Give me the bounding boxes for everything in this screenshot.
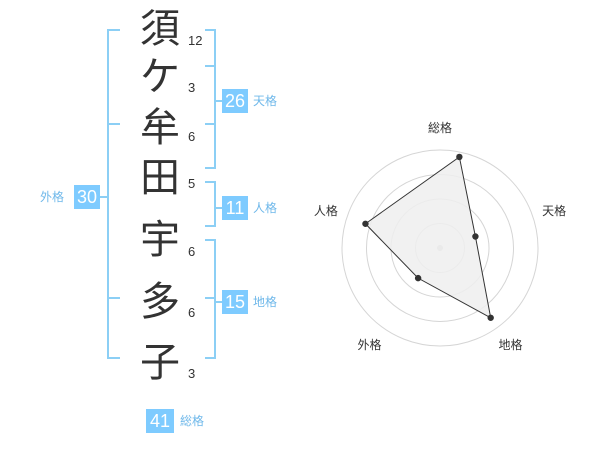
radar-axis-label-2: 天格 <box>542 203 566 218</box>
gaikaku-label: 外格 <box>40 190 65 204</box>
radar-point-3 <box>487 314 494 321</box>
radar-axis-label-4: 外格 <box>357 337 381 352</box>
radar-point-1 <box>456 153 463 161</box>
stroke-count-5: 6 <box>188 244 196 259</box>
name-char-4: 田 <box>140 155 180 201</box>
stroke-count-7: 3 <box>188 366 196 381</box>
stroke-count-6: 6 <box>188 305 196 320</box>
stroke-count-2: 3 <box>188 80 196 95</box>
stroke-count-3: 6 <box>188 129 196 144</box>
name-char-2: ケ <box>140 54 180 100</box>
jinkaku-label: 人格 <box>253 201 278 215</box>
radar-axis-label-5: 人格 <box>314 203 338 218</box>
radar-axis-label-1: 総格 <box>428 120 452 135</box>
tenkaku-value: 26 <box>222 89 248 113</box>
chikaku-label: 地格 <box>253 295 278 309</box>
soukaku-value: 41 <box>146 409 174 433</box>
stroke-count-4: 5 <box>188 176 196 191</box>
name-char-6: 多 <box>140 279 180 325</box>
radar-point-2 <box>472 233 479 240</box>
radar-axis-label-3: 地格 <box>499 337 523 352</box>
tenkaku-label: 天格 <box>253 94 278 108</box>
radar-point-4 <box>414 274 422 282</box>
soukaku-label: 総格 <box>180 414 205 428</box>
radar-area <box>364 156 492 319</box>
radar-point-5 <box>362 220 369 227</box>
stroke-count-1: 12 <box>188 33 203 48</box>
jinkaku-value: 11 <box>222 196 248 220</box>
gaikaku-value: 30 <box>74 185 100 209</box>
chikaku-value: 15 <box>222 290 248 314</box>
gaikaku-bracket <box>107 29 120 359</box>
name-char-3: 牟 <box>140 105 180 151</box>
radar-ring <box>341 149 539 347</box>
tenkaku-bracket <box>205 29 216 169</box>
name-char-1: 須 <box>140 6 180 52</box>
name-char-7: 子 <box>140 340 180 386</box>
jinkaku-bracket <box>205 181 216 227</box>
name-char-5: 宇 <box>140 217 180 263</box>
